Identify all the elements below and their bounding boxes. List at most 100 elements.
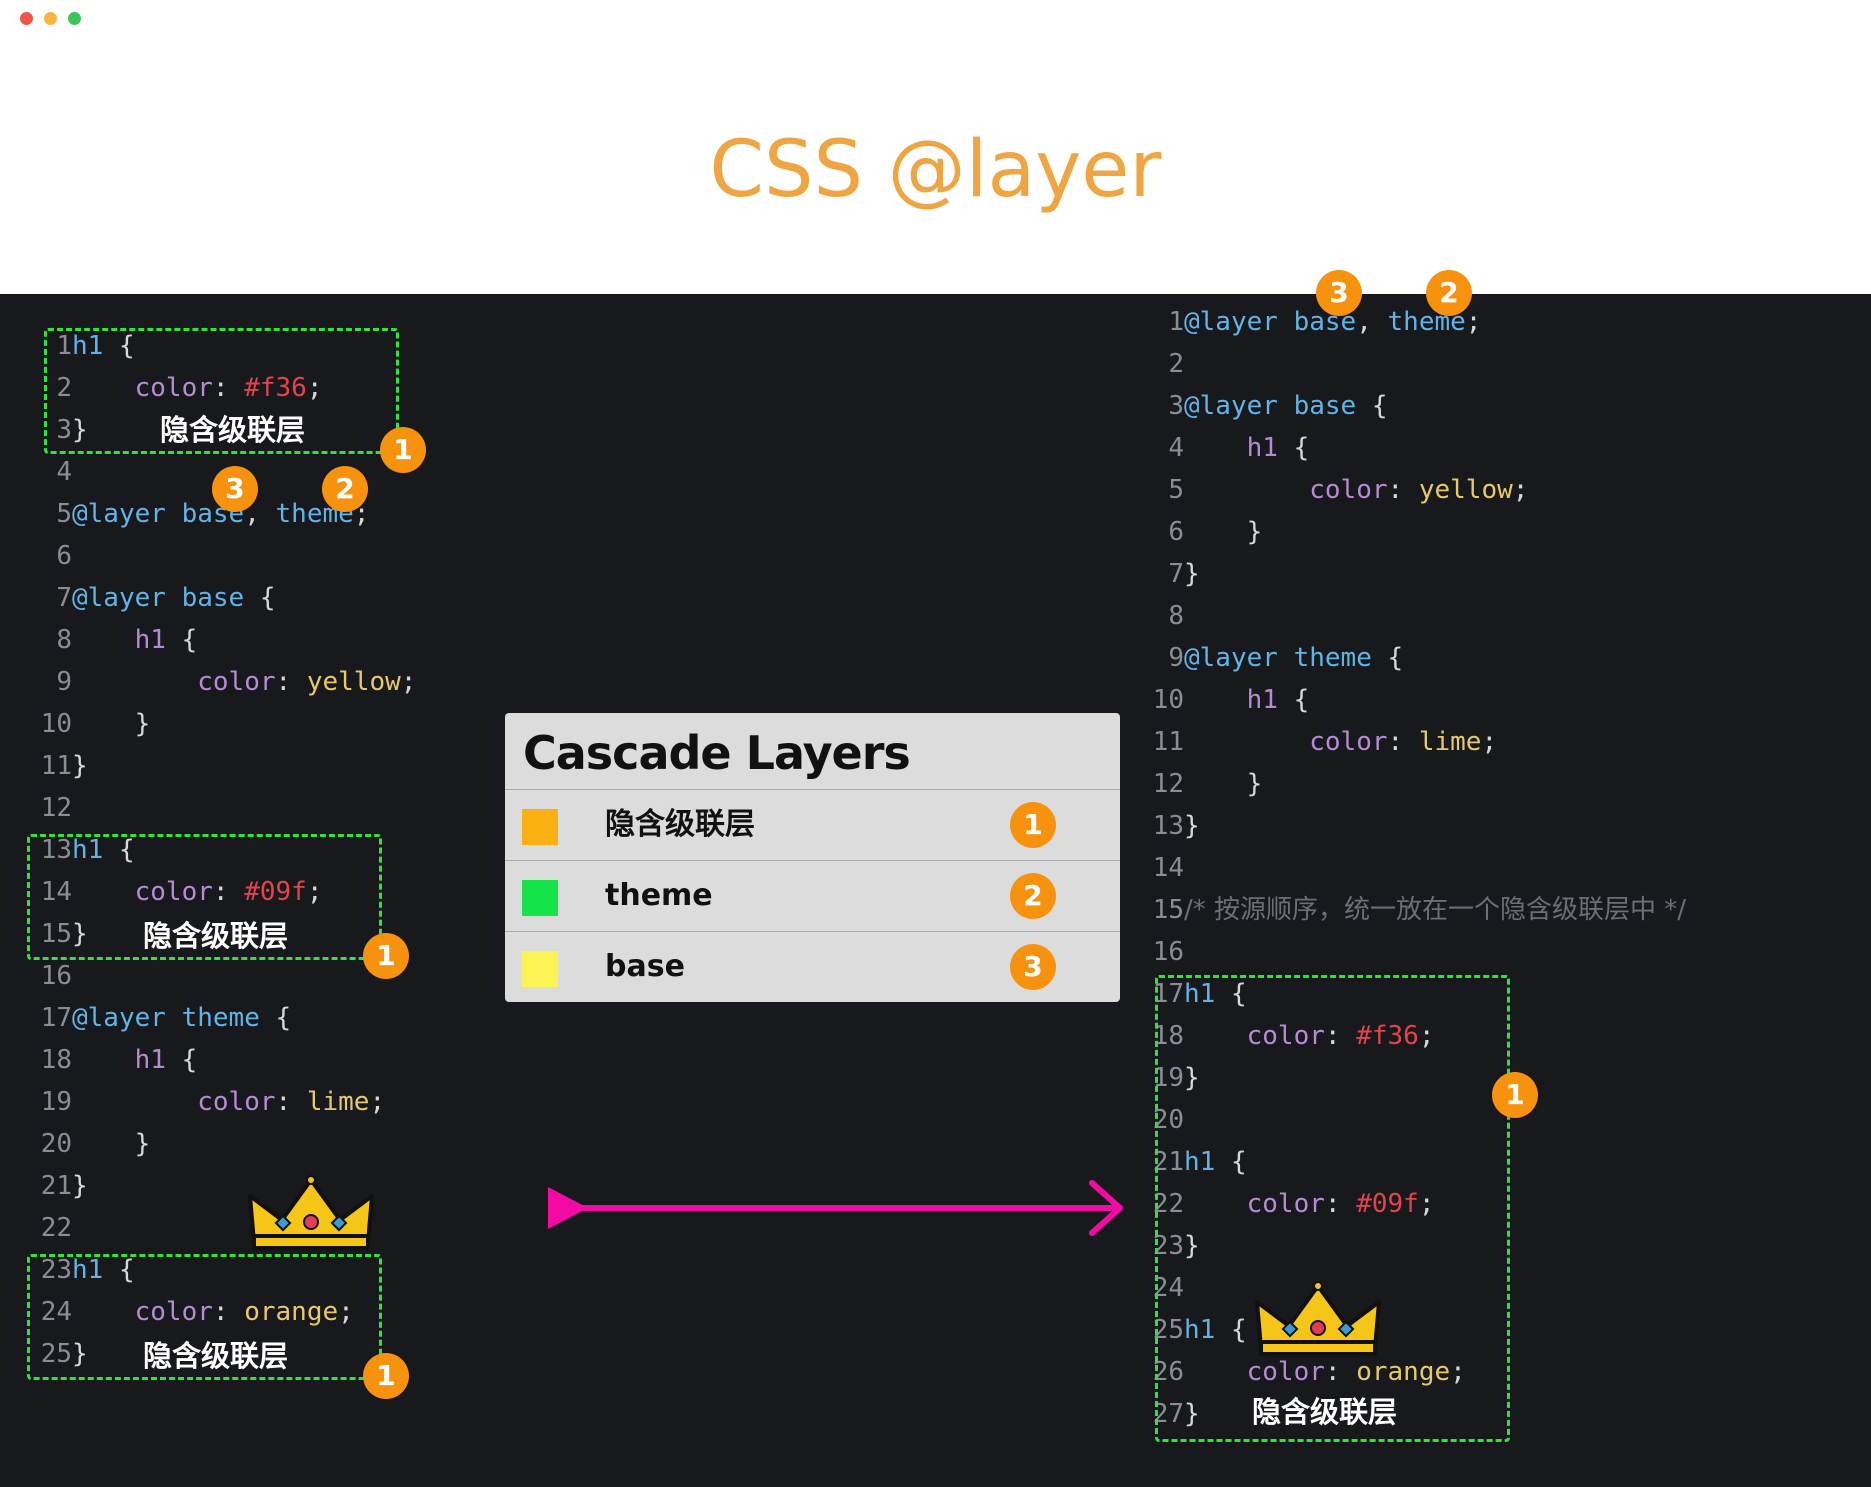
code-token: { bbox=[165, 625, 198, 655]
code-token: h1 bbox=[134, 625, 166, 655]
code-line: 14 bbox=[1150, 847, 1184, 889]
code-token: #f36 bbox=[244, 373, 307, 403]
code-token: color bbox=[134, 373, 213, 403]
line-number: 13 bbox=[40, 835, 72, 865]
code-token: color bbox=[1309, 727, 1388, 757]
code-line: 5@layer base, theme; bbox=[40, 493, 369, 535]
implicit-layer-label: 隐含级联层 bbox=[1252, 1395, 1398, 1429]
code-token: : bbox=[1324, 1357, 1357, 1387]
zoom-window-button[interactable] bbox=[68, 12, 81, 25]
code-line: 9@layer theme { bbox=[1150, 637, 1403, 679]
code-token: } bbox=[72, 1171, 88, 1201]
line-number: 19 bbox=[40, 1087, 72, 1117]
code-token: : bbox=[275, 667, 307, 697]
line-number: 11 bbox=[1152, 727, 1184, 757]
code-line: 23h1 { bbox=[40, 1249, 135, 1291]
code-token: , bbox=[1356, 307, 1388, 337]
code-token bbox=[1184, 475, 1309, 505]
code-token bbox=[72, 625, 135, 655]
code-token: color bbox=[1246, 1357, 1325, 1387]
code-token: : bbox=[1324, 1189, 1357, 1219]
code-token: h1 bbox=[1184, 1315, 1216, 1345]
line-number: 3 bbox=[1168, 391, 1184, 421]
code-token: { bbox=[165, 1045, 198, 1075]
code-token: #09f bbox=[244, 877, 307, 907]
code-line: 20 } bbox=[40, 1123, 151, 1165]
legend-row-theme: theme 2 bbox=[505, 860, 1120, 931]
code-token bbox=[1278, 643, 1294, 673]
code-token: @layer bbox=[72, 583, 166, 613]
code-token: theme bbox=[181, 1003, 260, 1033]
line-number: 15 bbox=[1152, 895, 1184, 925]
code-token: } bbox=[1184, 1399, 1200, 1429]
minimize-window-button[interactable] bbox=[44, 12, 57, 25]
implicit-layer-label: 隐含级联层 bbox=[143, 919, 289, 953]
line-number: 12 bbox=[1152, 769, 1184, 799]
code-line: 12 bbox=[40, 787, 72, 829]
code-token: h1 bbox=[72, 835, 104, 865]
line-number: 16 bbox=[40, 961, 72, 991]
code-token: : bbox=[1387, 475, 1419, 505]
cascade-layers-legend: Cascade Layers 隐含级联层 1 theme 2 base 3 bbox=[505, 713, 1120, 1002]
code-token: } bbox=[1184, 1063, 1200, 1093]
badge-implicit: 1 bbox=[380, 427, 426, 473]
code-token: h1 bbox=[1184, 979, 1216, 1009]
line-number: 6 bbox=[1168, 517, 1184, 547]
badge-base: 3 bbox=[1316, 270, 1362, 316]
line-number: 4 bbox=[1168, 433, 1184, 463]
implicit-layer-box-merged bbox=[1155, 975, 1510, 1442]
code-token: } bbox=[72, 709, 151, 739]
code-line: 25h1 { bbox=[1150, 1309, 1247, 1351]
code-token bbox=[166, 499, 182, 529]
code-line: 19 color: lime; bbox=[40, 1081, 385, 1123]
implicit-layer-box-1 bbox=[44, 328, 399, 454]
code-line: 2 bbox=[1150, 343, 1184, 385]
line-number: 25 bbox=[40, 1339, 72, 1369]
code-token bbox=[1184, 433, 1247, 463]
line-number: 11 bbox=[40, 751, 72, 781]
line-number: 20 bbox=[40, 1129, 72, 1159]
line-number: 1 bbox=[1168, 307, 1184, 337]
code-token bbox=[166, 1003, 182, 1033]
code-token: { bbox=[259, 1003, 292, 1033]
badge-implicit: 1 bbox=[363, 933, 409, 979]
line-number: 14 bbox=[40, 877, 72, 907]
code-line: 10 } bbox=[40, 703, 151, 745]
line-number: 22 bbox=[40, 1213, 72, 1243]
implicit-layer-label: 隐含级联层 bbox=[143, 1339, 289, 1373]
close-window-button[interactable] bbox=[20, 12, 33, 25]
code-token: @layer bbox=[1184, 307, 1278, 337]
code-token: h1 bbox=[72, 1255, 104, 1285]
code-token: color bbox=[197, 1087, 276, 1117]
legend-swatch bbox=[522, 809, 558, 845]
code-token: } bbox=[72, 1339, 88, 1369]
code-line: 10 h1 { bbox=[1150, 679, 1310, 721]
code-line: 11} bbox=[40, 745, 88, 787]
code-token: : bbox=[1324, 1021, 1357, 1051]
code-token: @layer bbox=[72, 499, 166, 529]
code-token: { bbox=[1215, 1147, 1247, 1177]
line-number: 17 bbox=[40, 1003, 72, 1033]
code-token: orange bbox=[244, 1297, 339, 1327]
code-token: : bbox=[212, 877, 245, 907]
code-token: ; bbox=[338, 1297, 354, 1327]
code-token: } bbox=[1184, 559, 1200, 589]
legend-row-implicit: 隐含级联层 1 bbox=[505, 789, 1120, 860]
code-token bbox=[72, 1045, 135, 1075]
code-line: 1h1 { bbox=[40, 325, 134, 367]
code-line: 22 color: #09f; bbox=[1150, 1183, 1435, 1225]
code-line: 12 } bbox=[1150, 763, 1263, 805]
code-token: ; bbox=[1418, 1189, 1435, 1219]
code-token: color bbox=[1309, 475, 1388, 505]
code-token: } bbox=[1184, 811, 1200, 841]
line-number: 5 bbox=[1168, 475, 1184, 505]
code-token: ; bbox=[1418, 1021, 1435, 1051]
code-token: @layer bbox=[1184, 643, 1278, 673]
code-token: /* 按源顺序，统一放在一个隐含级联层中 */ bbox=[1184, 895, 1687, 925]
code-token: } bbox=[1184, 769, 1263, 799]
code-line: 7} bbox=[1150, 553, 1200, 595]
code-token: } bbox=[72, 919, 88, 949]
legend-row-base: base 3 bbox=[505, 931, 1120, 1002]
code-token: } bbox=[72, 1129, 151, 1159]
code-token: { bbox=[1277, 433, 1310, 463]
